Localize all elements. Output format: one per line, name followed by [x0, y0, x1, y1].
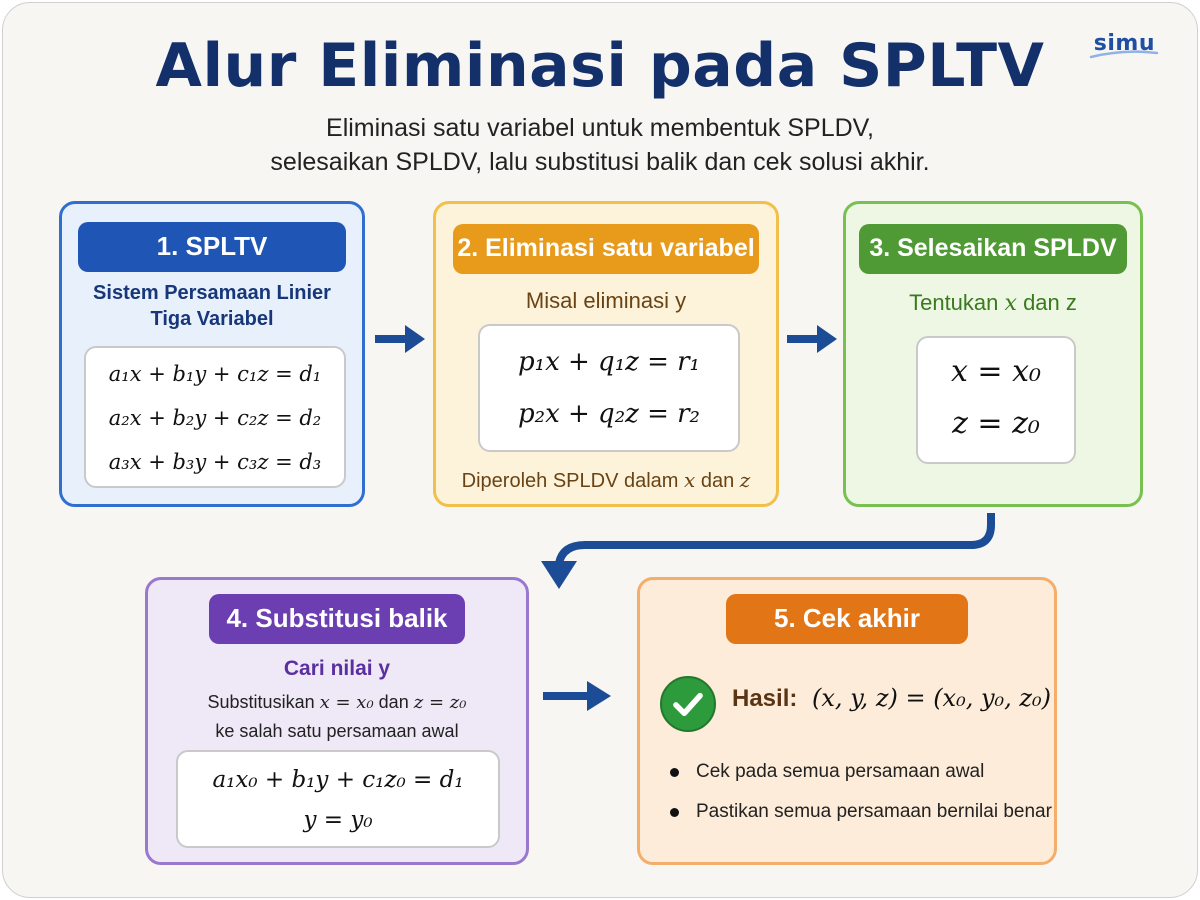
- step-title: 1. SPLTV: [78, 222, 346, 272]
- page-subtitle: Eliminasi satu variabel untuk membentuk …: [3, 111, 1197, 179]
- right-arrow-icon: [787, 325, 837, 353]
- equation: p₂x + q₂z = r₂: [518, 399, 700, 429]
- equation: a₃x + b₃y + c₃z = d₃: [108, 450, 322, 474]
- right-arrow-icon: [375, 325, 425, 353]
- result-expression: (x, y, z) = (x₀, y₀, z₀): [812, 684, 1052, 712]
- step-card-eliminasi: 2. Eliminasi satu variabel Misal elimina…: [433, 201, 779, 507]
- result-line: Hasil: (x, y, z) = (x₀, y₀, z₀): [732, 684, 1051, 713]
- subtitle-text: Tentukan: [909, 290, 999, 315]
- equation-box: a₁x₀ + b₁y + c₁z₀ = d₁ y = y₀: [176, 750, 500, 848]
- page-title: Alur Eliminasi pada SPLTV: [155, 31, 1045, 101]
- step-subtitle-line: Sistem Persamaan Linier: [93, 282, 331, 304]
- equation-box: p₁x + q₁z = r₁ p₂x + q₂z = r₂: [478, 324, 740, 452]
- step-title: 2. Eliminasi satu variabel: [453, 224, 759, 274]
- step-subtitle: Cari nilai y: [283, 657, 391, 680]
- subtitle-var: x: [1004, 291, 1017, 316]
- note-var: x: [684, 468, 696, 492]
- note-expr: z = z₀: [413, 692, 467, 713]
- equation: a₂x + b₂y + c₂z = d₂: [108, 406, 322, 430]
- step-title: 3. Selesaikan SPLDV: [859, 224, 1127, 274]
- step-card-substitusi: 4. Substitusi balik Cari nilai y Substit…: [145, 577, 529, 865]
- equation: a₁x + b₁y + c₁z = d₁: [108, 362, 322, 386]
- note-var: z: [739, 468, 751, 492]
- equation-box: x = x₀ z = z₀: [916, 336, 1076, 464]
- right-arrow-icon: [543, 681, 611, 711]
- subtitle-line: selesaikan SPLDV, lalu substitusi balik …: [270, 148, 930, 176]
- equation: z = z₀: [952, 406, 1040, 441]
- note-text: dan: [700, 470, 735, 492]
- logo-swoosh-icon: [1089, 50, 1159, 59]
- bullet-list: Cek pada semua persamaan awal Pastikan s…: [666, 752, 1052, 832]
- step-subtitle: Misal eliminasi y: [525, 288, 687, 313]
- step-card-selesaikan: 3. Selesaikan SPLDV Tentukan x dan z x =…: [843, 201, 1143, 507]
- equation: p₁x + q₁z = r₁: [518, 347, 700, 377]
- note-expr: x = x₀: [319, 692, 374, 713]
- step-title: 5. Cek akhir: [726, 594, 968, 644]
- list-item: Cek pada semua persamaan awal: [666, 752, 1052, 792]
- subtitle-line: Eliminasi satu variabel untuk membentuk …: [326, 114, 874, 142]
- subtitle-text: dan z: [1023, 290, 1077, 315]
- step-subtitle-line: Tiga Variabel: [150, 308, 274, 330]
- result-label: Hasil:: [732, 685, 798, 712]
- step-card-cek-akhir: 5. Cek akhir Hasil: (x, y, z) = (x₀, y₀,…: [637, 577, 1057, 865]
- equation-box: a₁x + b₁y + c₁z = d₁ a₂x + b₂y + c₂z = d…: [84, 346, 346, 488]
- equation: x = x₀: [950, 354, 1042, 389]
- step-title: 4. Substitusi balik: [209, 594, 465, 644]
- step-note: Diperoleh SPLDV dalam x dan z: [436, 466, 776, 495]
- step-note: Substitusikan x = x₀ dan z = z₀ ke salah…: [148, 688, 526, 745]
- step-subtitle: Sistem Persamaan Linier Tiga Variabel: [62, 280, 362, 332]
- equation: a₁x₀ + b₁y + c₁z₀ = d₁: [212, 767, 464, 793]
- note-text: Diperoleh SPLDV dalam: [461, 470, 679, 492]
- curved-arrow-icon: [541, 513, 995, 589]
- note-text: dan: [378, 692, 409, 712]
- step-subtitle: Tentukan x dan z: [846, 290, 1140, 317]
- list-item: Pastikan semua persamaan bernilai benar: [666, 792, 1052, 832]
- equation: y = y₀: [303, 807, 373, 833]
- note-text: ke salah satu persamaan awal: [215, 721, 459, 741]
- step-card-spltv: 1. SPLTV Sistem Persamaan Linier Tiga Va…: [59, 201, 365, 507]
- note-text: Substitusikan: [207, 692, 315, 712]
- check-circle-icon: [660, 676, 716, 732]
